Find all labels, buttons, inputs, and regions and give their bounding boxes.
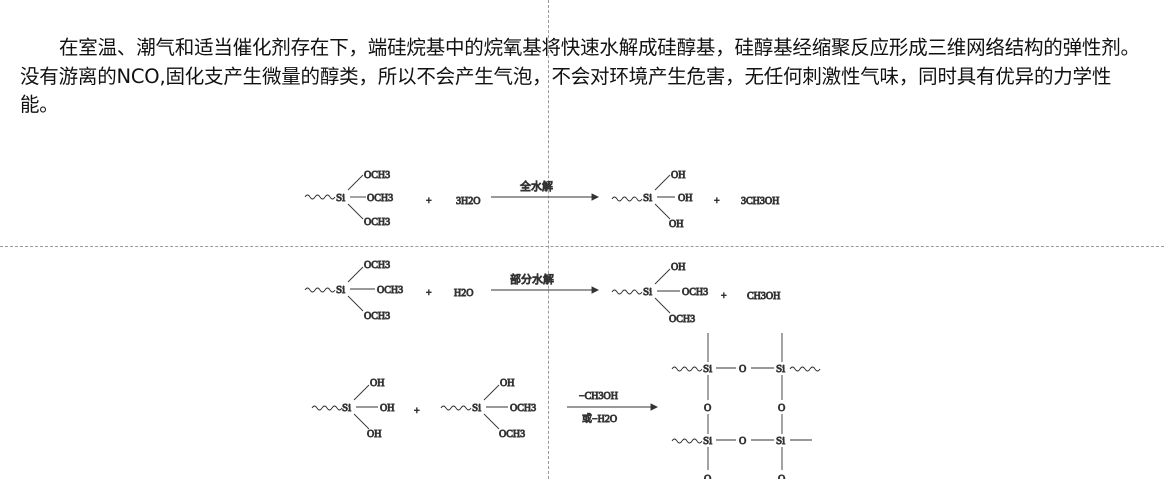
- reaction-1: Si OCH3 OCH3 OCH3 + 3H2O 全水解 Si OH OH OH…: [304, 170, 780, 230]
- silicon-atom: Si: [776, 435, 785, 447]
- methoxy-group: OCH3: [682, 287, 708, 298]
- methoxy-group: OCH3: [510, 403, 536, 414]
- plus-sign: +: [721, 291, 727, 302]
- methoxy-group: OCH3: [669, 314, 695, 325]
- methoxy-group: OCH3: [367, 193, 393, 204]
- oxygen-atom: O: [739, 364, 746, 375]
- methanol-byproduct: CH3OH: [747, 291, 780, 302]
- hydroxyl-group: OH: [669, 219, 683, 230]
- water-reactant: 3H2O: [456, 196, 480, 207]
- silicon-atom: Si: [342, 402, 351, 414]
- reaction-2: Si OCH3 OCH3 OCH3 + H2O 部分水解 Si OH OCH3 …: [304, 260, 781, 325]
- hydroxyl-group: OH: [671, 170, 685, 181]
- hydroxyl-group: OH: [678, 193, 692, 204]
- methoxy-group: OCH3: [377, 285, 403, 296]
- methanol-byproduct: 3CH3OH: [741, 196, 779, 207]
- silicon-atom: Si: [336, 192, 345, 204]
- hydroxyl-group: OH: [367, 429, 381, 440]
- hydroxyl-group: OH: [671, 262, 685, 273]
- oxygen-atom: O: [778, 403, 785, 414]
- polymer-chain-wave: [311, 405, 343, 411]
- siloxane-network-product: Si O Si O O Si O Si O O: [671, 333, 821, 479]
- silicon-atom: Si: [703, 435, 712, 447]
- polymer-chain-wave: [671, 366, 703, 372]
- hydroxyl-group: OH: [380, 403, 394, 414]
- polymer-chain-wave: [440, 405, 472, 411]
- silicon-atom: Si: [776, 363, 785, 375]
- polymer-chain-wave: [611, 289, 643, 295]
- silicon-atom: Si: [336, 284, 345, 296]
- methoxy-group: OCH3: [499, 429, 525, 440]
- oxygen-atom: O: [704, 403, 711, 414]
- plus-sign: +: [426, 288, 432, 299]
- horizontal-guide-line: [0, 246, 1164, 247]
- oxygen-atom: O: [704, 474, 711, 479]
- silicon-atom: Si: [472, 402, 481, 414]
- arrow-label: 全水解: [520, 179, 553, 193]
- silicon-atom: Si: [643, 192, 652, 204]
- oxygen-atom: O: [778, 474, 785, 479]
- reaction-3: Si OH OH OH + Si OH OCH3 OCH3 −CH3OH 或−H…: [311, 333, 821, 479]
- oxygen-atom: O: [739, 436, 746, 447]
- plus-sign: +: [426, 196, 432, 207]
- silicon-atom: Si: [643, 286, 652, 298]
- polymer-chain-wave: [304, 287, 336, 293]
- water-reactant: H2O: [454, 288, 473, 299]
- polymer-chain-wave: [671, 438, 703, 444]
- vertical-guide-line: [548, 0, 549, 479]
- arrow-label: 部分水解: [510, 272, 554, 286]
- methoxy-group: OCH3: [364, 217, 390, 228]
- plus-sign: +: [714, 196, 720, 207]
- body-paragraph: 在室温、潮气和适当催化剂存在下，端硅烷基中的烷氧基将快速水解成硅醇基，硅醇基经缩…: [20, 36, 1140, 116]
- methoxy-group: OCH3: [364, 311, 390, 322]
- condition-top-label: −CH3OH: [579, 391, 618, 402]
- polymer-chain-wave: [304, 194, 336, 200]
- plus-sign: +: [414, 406, 420, 417]
- polymer-chain-wave: [789, 366, 821, 372]
- silicon-atom: Si: [703, 363, 712, 375]
- polymer-chain-wave: [611, 196, 643, 202]
- hydroxyl-group: OH: [370, 378, 384, 389]
- methoxy-group: OCH3: [364, 170, 390, 181]
- condition-bottom-label: 或−H2O: [582, 413, 617, 425]
- methoxy-group: OCH3: [364, 260, 390, 271]
- hydroxyl-group: OH: [500, 378, 514, 389]
